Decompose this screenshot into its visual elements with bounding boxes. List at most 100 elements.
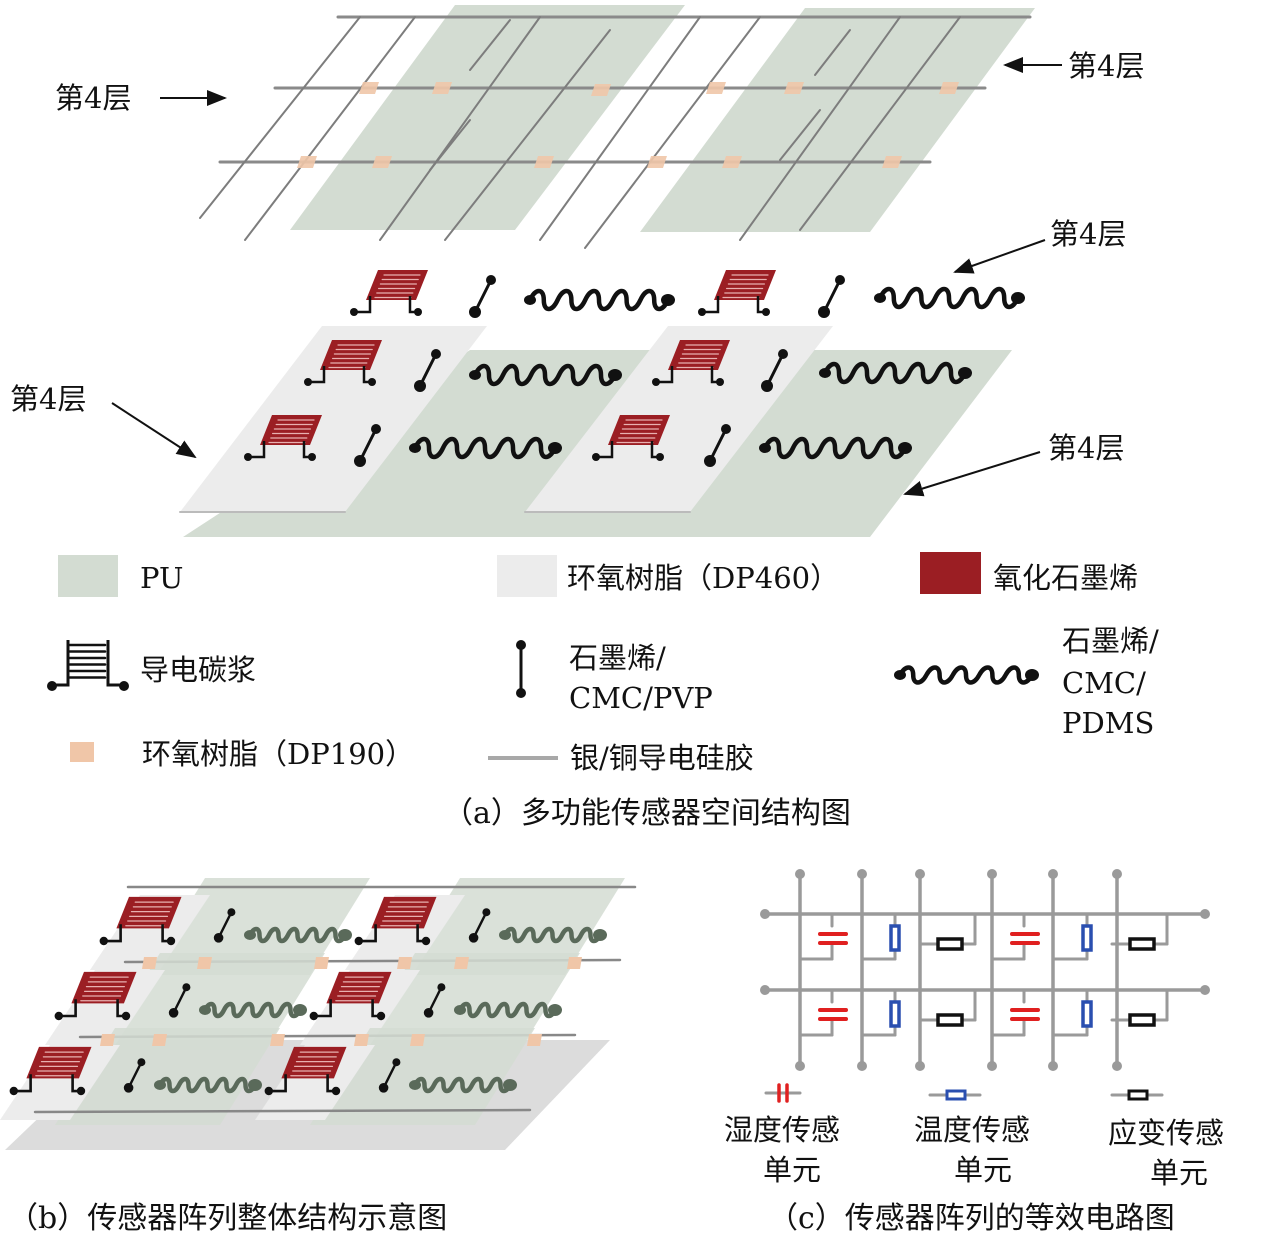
wavy-line: [472, 363, 618, 387]
silver-copper-wire: [379, 16, 541, 241]
epoxy-dp460-board: [345, 895, 465, 970]
end-dot: [454, 1005, 466, 1015]
epoxy-dp190-joint: [354, 1034, 369, 1046]
end-dot: [499, 930, 511, 940]
end-dot: [898, 442, 912, 454]
legend-strain-1: 应变传感: [1108, 1116, 1224, 1150]
temperature-sensor: [423, 983, 446, 1018]
arrow-icon: [903, 451, 1041, 497]
lead-dot: [652, 378, 660, 386]
legend-graphene-cmc-pdms-1: 石墨烯/: [1062, 624, 1159, 658]
terminal: [915, 1061, 925, 1071]
end-dot: [778, 349, 788, 359]
graphene-cmc-pvp-icon: [516, 640, 526, 698]
legend-carbon-paste: 导电碳浆: [140, 653, 256, 687]
graphene-oxide-swatch: [920, 552, 981, 594]
wavy-line: [762, 436, 908, 460]
lead-dot: [244, 453, 252, 461]
lead-dot: [308, 453, 316, 461]
strain-resistor-icon: [1127, 1089, 1149, 1101]
sensor-layer: [350, 270, 1025, 318]
end-dot: [199, 1005, 211, 1015]
lead-dot: [354, 936, 363, 946]
temperature-sensor: [213, 908, 236, 943]
layer-label-5: 第4层: [903, 431, 1124, 497]
layer-label-text: 第4层: [55, 81, 131, 115]
strain-sensor: [244, 926, 352, 944]
temperature-sensor: [469, 275, 496, 318]
temperature-resistor: [1081, 1000, 1093, 1028]
epoxy-dp190-joint: [647, 156, 667, 168]
end-dot: [486, 275, 496, 285]
terminal: [987, 869, 997, 879]
layer-label-2: 第4层: [1003, 49, 1144, 83]
terminal: [1200, 985, 1210, 995]
panel-a-spatial-structure: 第4层 第4层 第4层 第4层 第4层 PU 环氧树脂（DP460） 氧化石墨烯: [10, 5, 1159, 831]
epoxy-dp190-joint: [372, 156, 392, 168]
end-dot: [469, 370, 481, 380]
epoxy-dp460-swatch: [497, 555, 557, 597]
end-dot: [154, 1080, 166, 1090]
lead-dot: [121, 1011, 131, 1021]
graphene-oxide-humidity-sensor: [698, 270, 776, 316]
epoxy-dp190-joint: [297, 156, 317, 168]
layer-label-text: 第4层: [1068, 49, 1144, 83]
epoxy-dp190-joint: [784, 82, 804, 94]
end-dot: [409, 1080, 421, 1090]
end-dot: [721, 424, 731, 434]
terminal: [795, 869, 805, 879]
graphene-oxide-humidity-sensor: [244, 415, 322, 461]
legend-graphene-cmc-pdms-2: CMC/: [1062, 666, 1146, 700]
legend-strain-2: 单元: [1150, 1156, 1208, 1190]
epoxy-dp190-joint: [706, 82, 726, 94]
legend-humidity-1: 湿度传感: [724, 1113, 840, 1147]
end-dot: [244, 930, 256, 940]
end-dot: [958, 367, 972, 379]
graphene-oxide-humidity-sensor: [592, 415, 670, 461]
epoxy-dp190-joint: [567, 957, 582, 969]
epoxy-dp190-joint: [882, 156, 902, 168]
strain-resistor: [936, 1013, 964, 1027]
lead-dot: [331, 1086, 341, 1096]
temperature-resistor: [1081, 924, 1093, 952]
wavy-line: [457, 1001, 558, 1019]
wavy-line: [877, 286, 1021, 310]
temperature-resistor: [889, 924, 901, 952]
graphene-oxide-humidity-sensor: [54, 971, 137, 1021]
strain-sensor: [409, 436, 562, 460]
end-dot: [608, 369, 622, 381]
temperature-sensor: [468, 908, 491, 943]
lead-dot: [264, 1086, 273, 1096]
silver-copper-wire: [584, 16, 761, 249]
end-dot: [469, 306, 481, 318]
pu-board: [640, 8, 1035, 232]
wavy-line: [412, 1076, 513, 1094]
epoxy-dp190-joint: [939, 82, 959, 94]
lead-dot: [762, 308, 770, 316]
legend-graphene-cmc-pvp-1: 石墨烯/: [569, 641, 666, 675]
epoxy-dp460-board: [525, 326, 833, 512]
strain-sensor: [454, 1001, 562, 1019]
graphene-oxide-humidity-sensor: [309, 971, 392, 1021]
end-dot: [409, 443, 421, 453]
end-dot: [227, 908, 236, 917]
temperature-sensor: [761, 349, 788, 392]
end-dot: [354, 455, 366, 467]
graphene-oxide-humidity-sensor: [304, 340, 382, 386]
end-dot: [168, 1008, 179, 1018]
graphene-oxide-humidity-sensor: [354, 896, 437, 946]
lead-dot: [656, 453, 664, 461]
terminal: [1048, 869, 1058, 879]
silver-copper-wire: [199, 16, 361, 219]
lead: [52, 640, 124, 687]
end-dot: [761, 380, 773, 392]
wavy-line: [202, 1001, 303, 1019]
strain-sensor: [469, 363, 622, 387]
circuit-diagram: [760, 869, 1210, 1071]
strain-resistor: [936, 937, 964, 951]
end-dot: [503, 1079, 517, 1091]
lead-dot: [119, 681, 129, 691]
strain-sensor: [154, 1076, 262, 1094]
silver-copper-wire: [469, 19, 511, 71]
end-dot: [704, 455, 716, 467]
